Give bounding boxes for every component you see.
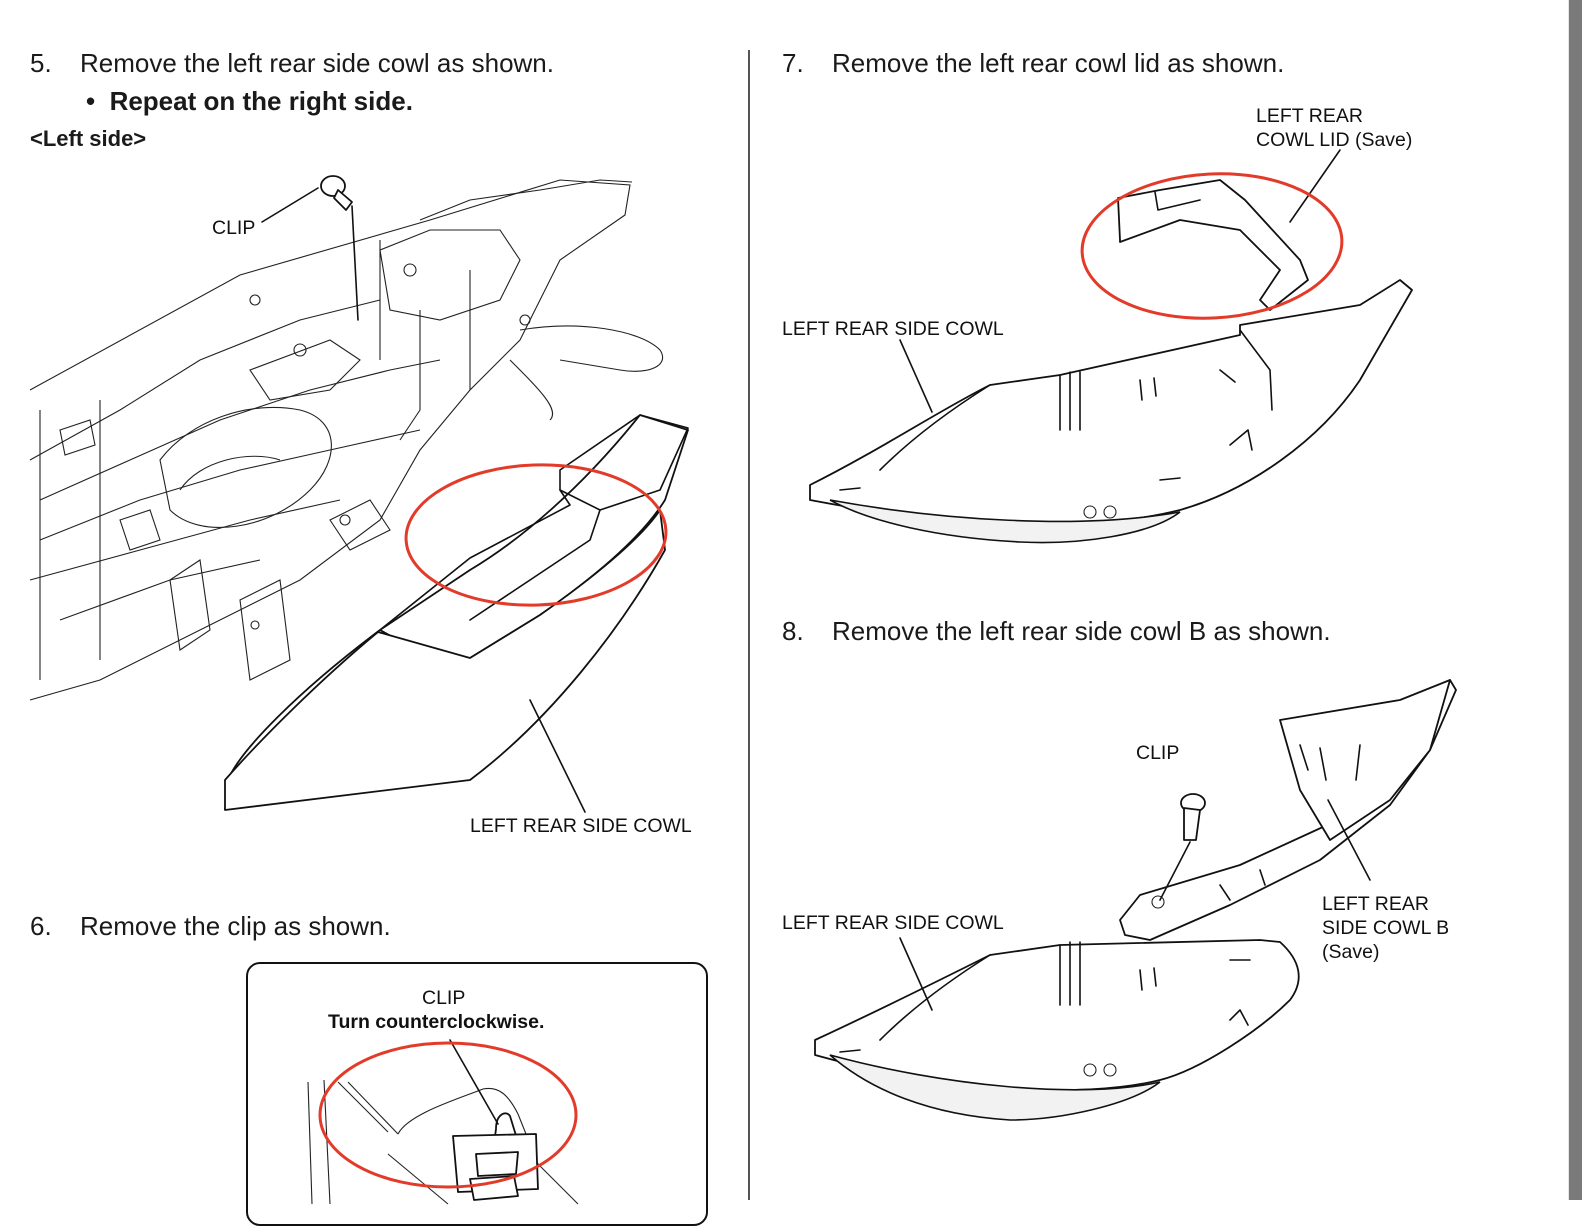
label-left-rear-side-cowl: LEFT REAR SIDE COWL: [470, 815, 692, 837]
label-line: SIDE COWL B: [1322, 917, 1450, 939]
clip-drawing: [1159, 793, 1206, 901]
figure-step-8-illustration: [814, 679, 1457, 1121]
cowl-leader-line: [899, 339, 933, 413]
highlight-ellipse: [318, 1041, 578, 1189]
step-5-heading: 5. Remove the left rear side cowl as show…: [30, 48, 554, 79]
label-turn-counterclockwise: Turn counterclockwise.: [328, 1011, 545, 1033]
highlight-ellipse: [404, 463, 668, 607]
step-text: Remove the left rear side cowl B as show…: [832, 616, 1331, 646]
label-line: LEFT REAR: [1322, 893, 1429, 915]
cowl-leader-line: [529, 699, 586, 813]
step-number: 8.: [782, 616, 804, 646]
step-5-subheading: <Left side>: [30, 126, 147, 151]
left-rear-cowl-lid-drawing: [1117, 179, 1309, 311]
motorcycle-frame-drawing: [29, 179, 663, 701]
lid-leader-line: [1289, 149, 1341, 223]
label-left-rear-side-cowl: LEFT REAR SIDE COWL: [782, 318, 1004, 340]
bullet-dot-icon: •: [86, 86, 110, 116]
step-text: Remove the left rear side cowl as shown.: [80, 48, 554, 78]
step-number: 7.: [782, 48, 804, 78]
clip-detail-drawing: [307, 1039, 579, 1205]
label-left-rear-side-cowl-b: LEFT REAR SIDE COWL B (Save): [1322, 892, 1449, 964]
viewer-scrollbar-gutter[interactable]: [1568, 0, 1582, 1200]
column-divider: [748, 50, 750, 1200]
step-7-heading: 7. Remove the left rear cowl lid as shown…: [782, 48, 1284, 79]
label-clip: CLIP: [212, 217, 256, 239]
clip-drawing: [320, 175, 359, 321]
label-left-rear-side-cowl: LEFT REAR SIDE COWL: [782, 912, 1004, 934]
label-line: LEFT REAR: [1256, 105, 1363, 127]
clip-leader-line: [449, 1039, 499, 1125]
label-line: COWL LID (Save): [1256, 129, 1413, 151]
step-text: Remove the clip as shown.: [80, 911, 391, 941]
step-text: Remove the left rear cowl lid as shown.: [832, 48, 1285, 78]
step-5-bullet: • Repeat on the right side.: [86, 86, 413, 117]
step-number: 5.: [30, 48, 52, 78]
step-6-heading: 6. Remove the clip as shown.: [30, 911, 391, 942]
label-clip: CLIP: [422, 987, 466, 1009]
left-rear-side-cowl-drawing: [814, 939, 1300, 1121]
label-line: (Save): [1322, 941, 1380, 963]
label-clip: CLIP: [1136, 742, 1180, 764]
bullet-text: Repeat on the right side.: [109, 86, 413, 116]
left-rear-side-cowl-drawing: [809, 279, 1413, 544]
label-left-rear-cowl-lid: LEFT REAR COWL LID (Save): [1256, 104, 1412, 152]
figure-step-5-illustration: [29, 175, 689, 813]
figure-step-6-detail-box: CLIP Turn counterclockwise.: [246, 962, 708, 1226]
left-rear-side-cowl-drawing: [224, 414, 689, 811]
step-number: 6.: [30, 911, 52, 941]
step-8-heading: 8. Remove the left rear side cowl B as sh…: [782, 616, 1331, 647]
figure-step-7-illustration: [809, 149, 1413, 544]
cowl-leader-line: [899, 937, 933, 1011]
clip-leader-line: [261, 187, 319, 223]
left-rear-side-cowl-b-drawing: [1119, 679, 1457, 941]
highlight-ellipse: [1080, 172, 1344, 320]
cowl-b-leader-line: [1327, 799, 1371, 881]
